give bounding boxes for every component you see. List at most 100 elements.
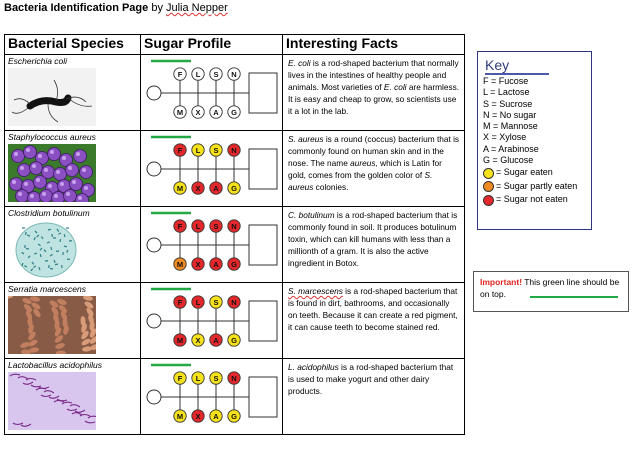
sugar-A-label: A <box>213 108 219 117</box>
sugar-N-label: N <box>231 146 236 155</box>
start-circle <box>146 389 162 405</box>
facts-segment: are harmless. It is easy and cheap to gr… <box>288 82 460 116</box>
sugar-G-circle <box>227 181 241 195</box>
sugar-M-label: M <box>177 336 183 345</box>
sugar-A-label: A <box>213 412 219 421</box>
facts-cell: C. botulinum is a rod-shaped bacterium t… <box>282 206 465 283</box>
sugar-N-circle <box>227 143 241 157</box>
sugar-F-circle <box>173 295 187 309</box>
sugar-M-circle <box>173 409 187 423</box>
sugar-S-label: S <box>213 298 218 307</box>
sugar-N-label: N <box>231 298 236 307</box>
sugar-L-label: L <box>196 70 201 79</box>
cocci-cluster-photo <box>8 144 96 202</box>
sugar-A-label: A <box>213 184 219 193</box>
bacterium-microscope-photo <box>8 68 96 126</box>
facts-segment: colonies. <box>313 182 349 192</box>
important-label: Important! <box>480 277 523 287</box>
sugar-A-circle <box>209 257 223 271</box>
sugar-S-circle <box>209 143 223 157</box>
facts-text: E. coli is a rod-shaped bacterium that n… <box>283 55 464 117</box>
facts-segment: is a rod-shaped bacterium that is used t… <box>288 362 454 396</box>
species-name: Serratia marcescens <box>8 284 86 294</box>
sugar-F-circle <box>173 67 187 81</box>
sugar-N-circle <box>227 219 241 233</box>
sugar-N-circle <box>227 67 241 81</box>
key-dot-row: = Sugar not eaten <box>483 193 577 207</box>
sugar-M-label: M <box>177 260 183 269</box>
sugar-X-label: X <box>195 108 200 117</box>
species-cell: Staphylococcus aureus <box>4 130 141 207</box>
sugar-F-label: F <box>178 298 183 307</box>
sugar-G-label: G <box>231 260 237 269</box>
key-item: X = Xylose <box>483 132 527 143</box>
sugar-S-label: S <box>213 222 218 231</box>
end-box <box>248 148 278 190</box>
sugar-X-circle <box>191 181 205 195</box>
species-name: Lactobacillus acidophilus <box>8 360 103 370</box>
sugar-M-circle <box>173 257 187 271</box>
facts-segment: S. aureus <box>288 170 433 192</box>
sugar-G-circle <box>227 257 241 271</box>
key-dot-label: = Sugar not eaten <box>496 194 568 205</box>
page-title: Bacteria Identification Page by Julia Ne… <box>4 2 228 14</box>
key-item: S = Sucrose <box>483 98 533 109</box>
sugar-M-circle <box>173 105 187 119</box>
green-line <box>530 296 618 298</box>
facts-segment: E. coli <box>288 58 311 68</box>
sugar-M-label: M <box>177 412 183 421</box>
facts-cell: S. aureus is a round (coccus) bacterium … <box>282 130 465 207</box>
sugar-A-circle <box>209 181 223 195</box>
key-item: N = No sugar <box>483 109 537 120</box>
start-circle <box>146 161 162 177</box>
sugar-F-circle <box>173 219 187 233</box>
sugar-F-circle <box>173 371 187 385</box>
sugar-G-circle <box>227 333 241 347</box>
facts-segment: is a round (coccus) bacterium that is co… <box>288 134 460 168</box>
key-eaten-dot <box>483 167 494 179</box>
key-title: Key <box>485 57 510 73</box>
sugar-S-label: S <box>213 70 218 79</box>
facts-segment: L. acidophilus <box>288 362 339 372</box>
facts-text: L. acidophilus is a rod-shaped bacterium… <box>283 359 464 397</box>
species-name: Staphylococcus aureus <box>8 132 96 142</box>
start-circle <box>146 237 162 253</box>
sugar-N-circle <box>227 371 241 385</box>
facts-text: C. botulinum is a rod-shaped bacterium t… <box>283 207 464 269</box>
sugar-A-circle <box>209 105 223 119</box>
sugar-F-label: F <box>178 70 183 79</box>
table-header-row: Bacterial Species Sugar Profile Interest… <box>4 34 465 55</box>
sugar-G-circle <box>227 105 241 119</box>
end-box <box>248 224 278 266</box>
start-circle <box>146 85 162 101</box>
key-item: G = Glucose <box>483 155 534 166</box>
lactobacillus-photo <box>8 372 96 430</box>
rod-bacteria-dish-photo <box>8 220 96 278</box>
sugar-X-circle <box>191 105 205 119</box>
header-species: Bacterial Species <box>4 34 141 55</box>
key-dot-row: = Sugar eaten <box>483 166 577 180</box>
key-item: M = Mannose <box>483 121 538 132</box>
facts-segment: E. coli <box>383 82 407 92</box>
sugar-S-circle <box>209 219 223 233</box>
serratia-photo <box>8 296 96 354</box>
important-note: Important! This green line should be on … <box>473 271 629 312</box>
sugar-S-circle <box>209 371 223 385</box>
facts-cell: L. acidophilus is a rod-shaped bacterium… <box>282 358 465 435</box>
species-cell: Serratia marcescens <box>4 282 141 359</box>
sugar-L-circle <box>191 67 205 81</box>
sugar-N-label: N <box>231 70 236 79</box>
facts-segment: is a rod-shaped bacterium that is common… <box>288 210 458 268</box>
header-facts: Interesting Facts <box>282 34 465 55</box>
sugar-A-label: A <box>213 336 219 345</box>
